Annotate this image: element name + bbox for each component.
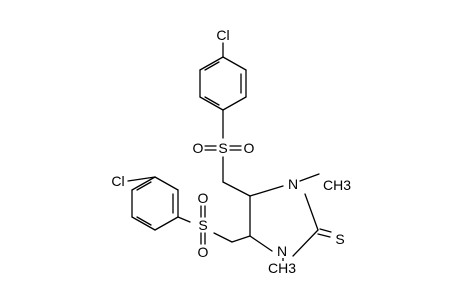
bond-c4-n — [249, 185, 284, 197]
bond — [222, 56, 247, 71]
methyl-group-lower: CH3 — [266, 260, 298, 276]
aromatic-double-bond — [136, 181, 152, 191]
bond — [199, 96, 224, 111]
bond-cl-ring-left — [127, 176, 156, 182]
double-bond-c-s — [319, 228, 332, 233]
bond-sulfonyl-to-ring — [177, 216, 191, 223]
oxygen-atom-top-left: O — [191, 140, 205, 156]
bond-ch2-sulfonyl — [213, 232, 233, 243]
imidazolidine-thione-ring — [249, 173, 332, 263]
sulfur-atom-left-sulfonyl: S — [197, 217, 209, 233]
aromatic-double-bond — [204, 96, 220, 106]
oxygen-atom-top-right: O — [242, 140, 256, 156]
bond — [154, 176, 179, 191]
bond — [131, 176, 156, 191]
nitrogen-atom-upper: N — [286, 176, 300, 192]
chlorine-atom-left: Cl — [110, 173, 126, 189]
bond-n-c2 — [304, 193, 319, 231]
methyl-group-upper: CH3 — [321, 177, 353, 193]
bond — [199, 56, 224, 71]
nitrogen-atom-lower: N — [275, 243, 289, 259]
bond-c5-ch2 — [231, 235, 251, 243]
top-benzene-ring — [199, 42, 247, 139]
aromatic-double-bond — [136, 216, 152, 226]
bond-n-methyl-upper — [299, 173, 320, 182]
aromatic-double-bond — [204, 61, 220, 71]
oxygen-atom-left-bottom: O — [196, 244, 210, 260]
top-sulfonyl-group — [204, 145, 251, 197]
chlorine-atom-top: Cl — [215, 27, 231, 43]
double-bond-c-s — [317, 233, 331, 238]
bond-c2-n — [292, 229, 319, 257]
sulfur-atom-thione: S — [334, 231, 346, 247]
oxygen-atom-left-top: O — [196, 190, 210, 206]
bond — [222, 96, 247, 111]
left-benzene-ring — [127, 176, 179, 231]
bond-ch2-to-ring-c4 — [222, 181, 251, 197]
left-sulfonyl-group — [177, 205, 251, 245]
bond-n-c5 — [249, 235, 273, 252]
sulfur-atom-top-sulfonyl: S — [217, 140, 229, 156]
bond — [154, 216, 179, 231]
bond — [131, 216, 156, 231]
